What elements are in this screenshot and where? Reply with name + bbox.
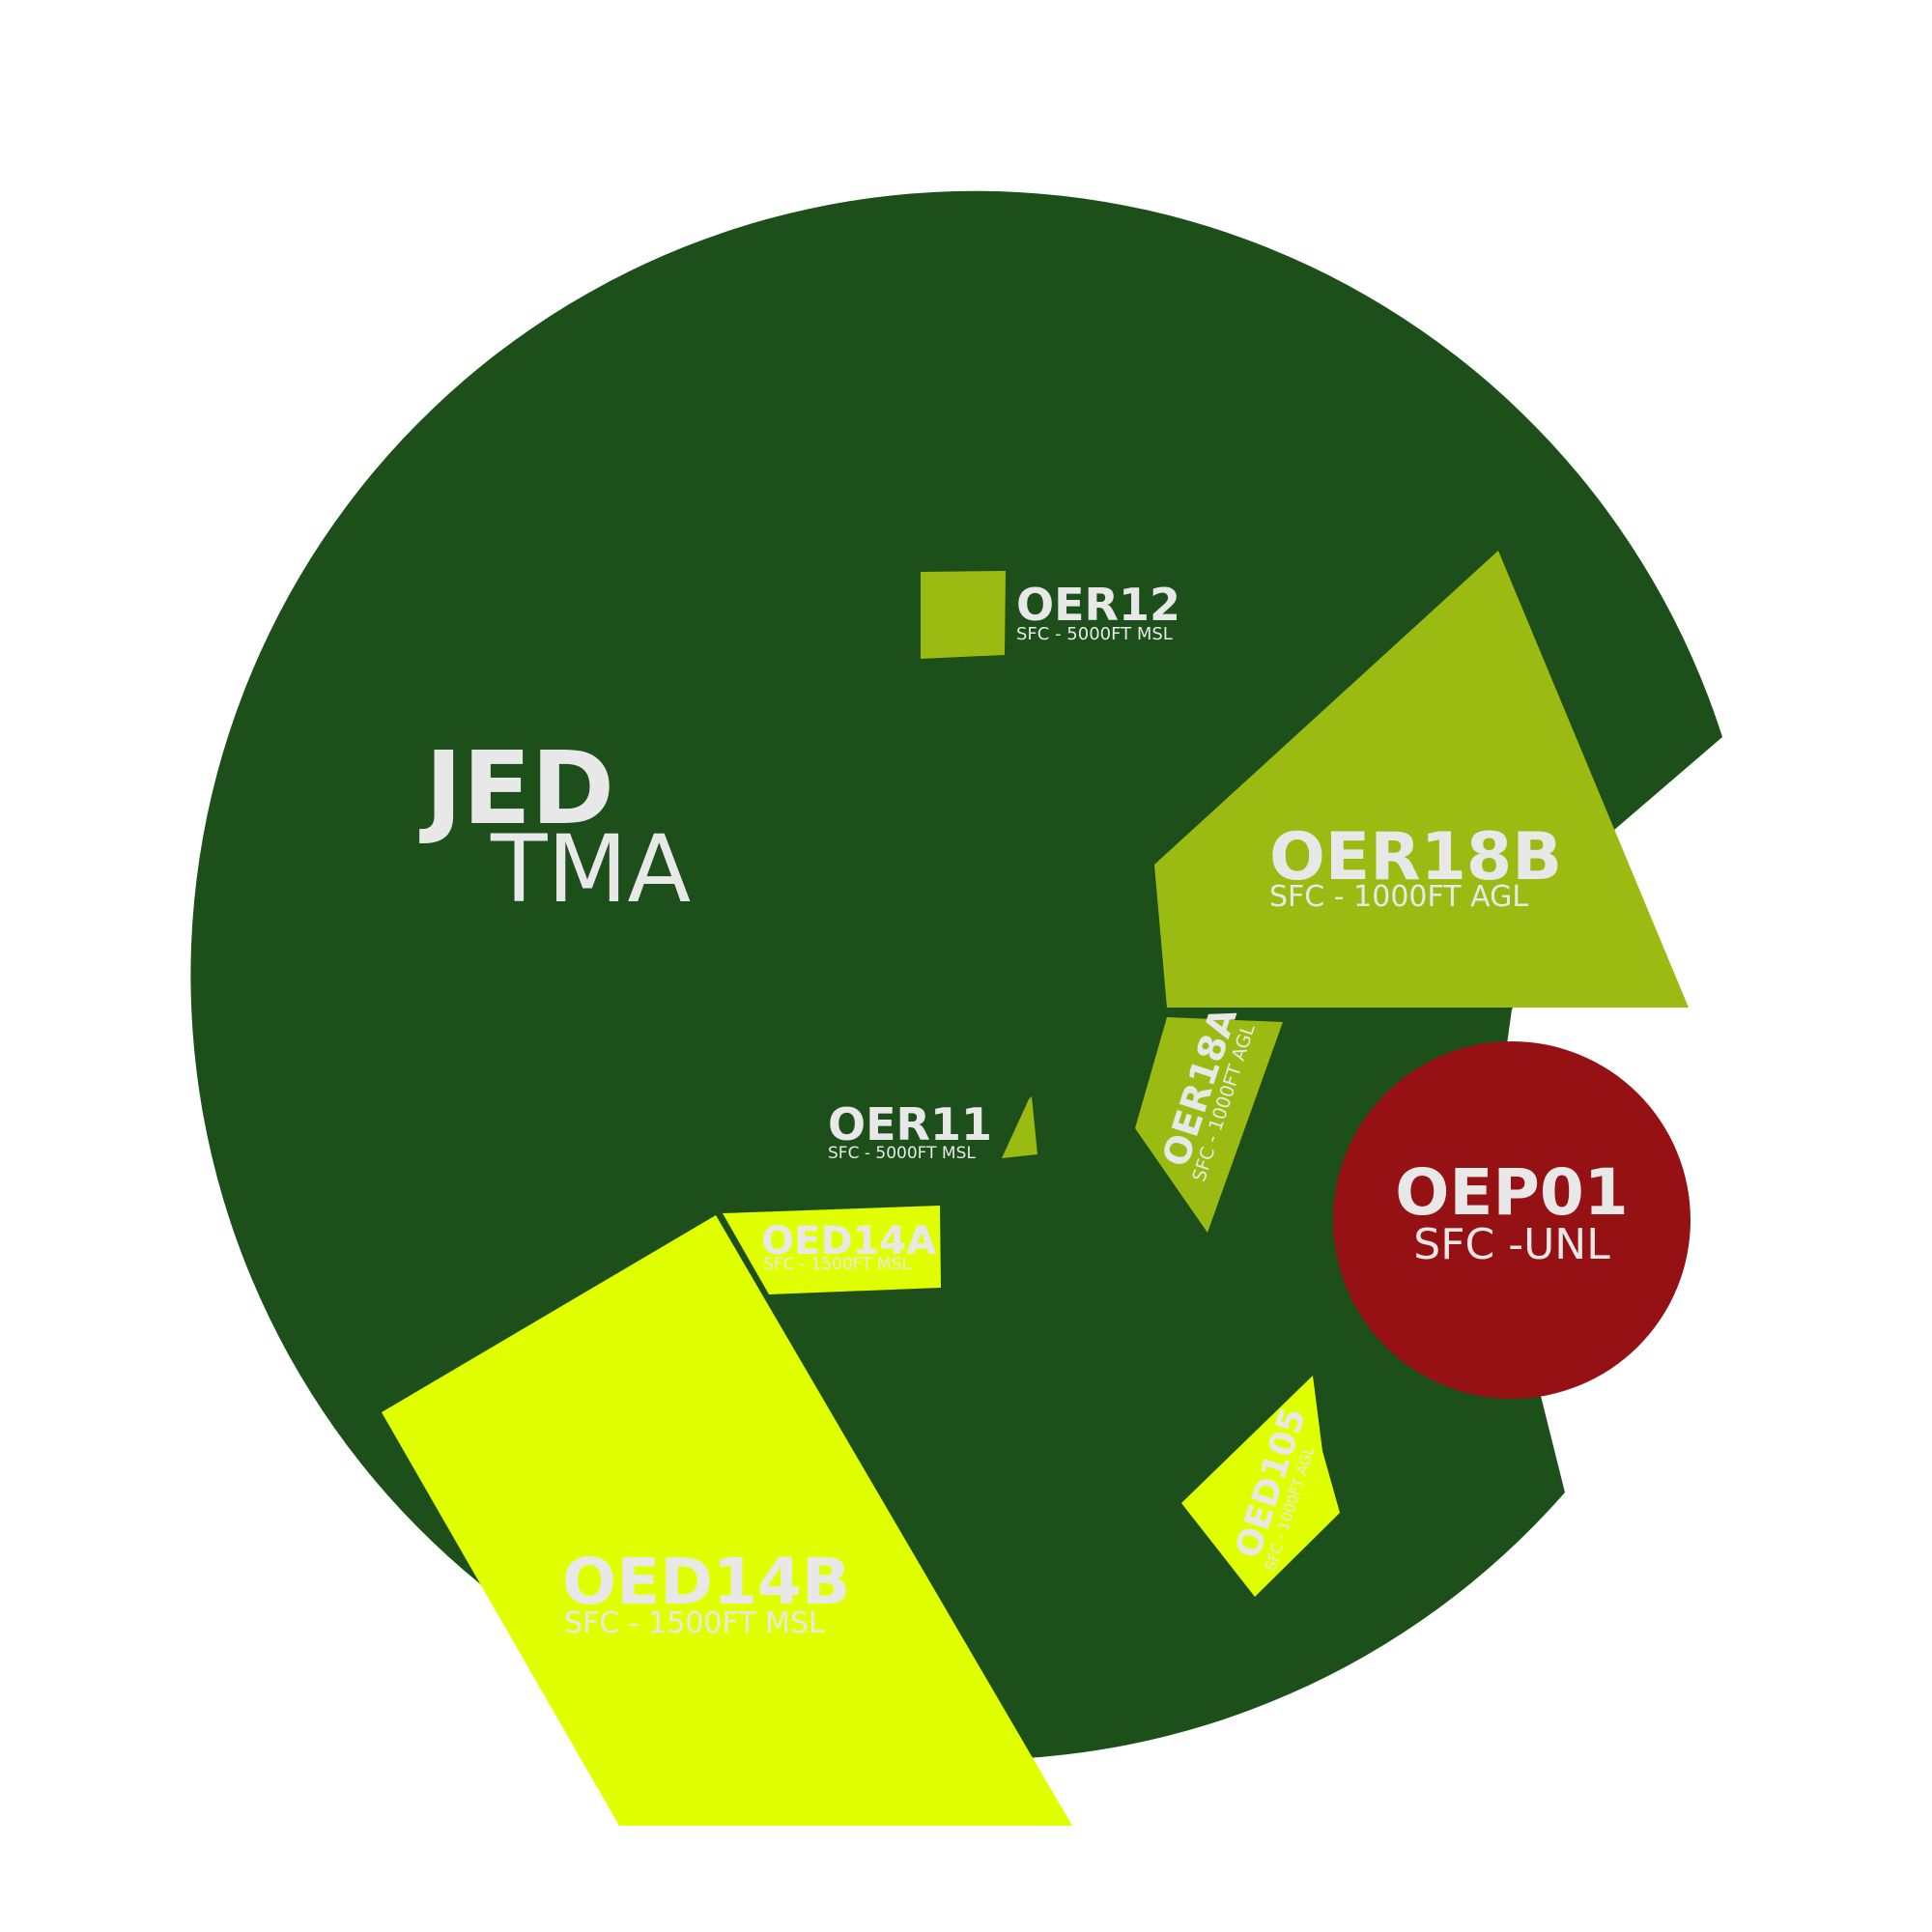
oep01-limits: SFC -UNL	[1413, 1220, 1610, 1269]
tma-type: TMA	[490, 815, 691, 923]
oer18b-limits: SFC - 1000FT AGL	[1269, 880, 1528, 914]
tma-name: JED	[419, 729, 614, 847]
oed14b-area[interactable]	[382, 1215, 1072, 1826]
oed14a-area[interactable]	[723, 1206, 941, 1294]
oer11-name: OER11	[828, 1098, 992, 1151]
oer11-block[interactable]	[1002, 1096, 1037, 1158]
oep01-name: OEP01	[1395, 1155, 1628, 1230]
oep01-area[interactable]	[1333, 1041, 1690, 1399]
oer18a-area[interactable]	[1135, 1017, 1283, 1233]
oed105-area[interactable]	[1181, 1376, 1340, 1597]
oer18b-area[interactable]	[1154, 551, 1689, 1008]
oed14b-name: OED14B	[562, 1545, 850, 1619]
oed14a-name: OED14A	[761, 1219, 936, 1264]
oer11-limits: SFC - 5000FT MSL	[828, 1144, 976, 1163]
oed14a-limits: SFC - 1500FT MSL	[763, 1255, 911, 1274]
oer12-limits: SFC - 5000FT MSL	[1016, 624, 1173, 644]
oer12-name: OER12	[1016, 579, 1180, 631]
oer18b-name: OER18B	[1269, 819, 1562, 895]
oed14b-limits: SFC - 1500FT MSL	[564, 1606, 825, 1640]
oer12-area[interactable]	[921, 571, 1006, 659]
